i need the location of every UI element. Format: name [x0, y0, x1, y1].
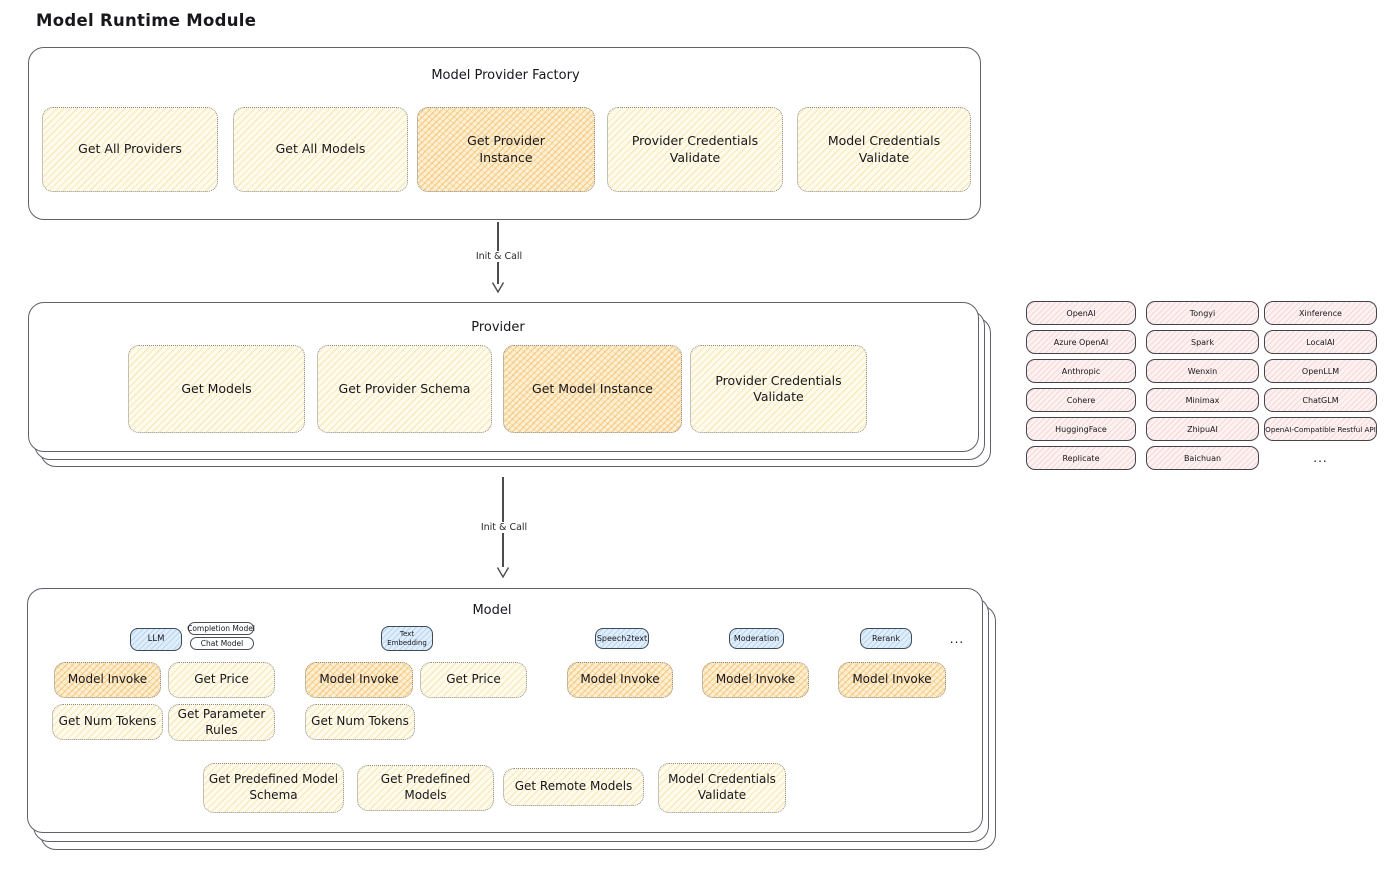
tag-chat-model: Chat Model — [190, 637, 254, 650]
provider-chip-chatglm: ChatGLM — [1264, 388, 1377, 412]
node-get-predefined-model-schema: Get Predefined Model Schema — [203, 763, 344, 813]
provider-chip-cohere: Cohere — [1026, 388, 1136, 412]
node-get-models: Get Models — [128, 345, 305, 433]
model-tabs-ellipsis: ... — [949, 631, 965, 646]
model-title: Model — [472, 603, 512, 618]
arrow-label-init-call-1: Init & Call — [471, 251, 527, 262]
node-rerank-model-invoke: Model Invoke — [838, 662, 946, 698]
arrow-down-icon — [491, 282, 505, 294]
node-get-model-instance: Get Model Instance — [503, 345, 682, 433]
node-get-predefined-models: Get Predefined Models — [357, 765, 494, 811]
node-te-get-price: Get Price — [420, 662, 527, 698]
provider-registry-ellipsis: ... — [1313, 451, 1328, 465]
arrow-label-init-call-2: Init & Call — [476, 522, 532, 533]
provider-chip-xinference: Xinference — [1264, 301, 1377, 325]
node-llm-get-num-tokens: Get Num Tokens — [52, 704, 163, 740]
tab-llm: LLM — [130, 628, 182, 651]
node-s2t-model-invoke: Model Invoke — [567, 662, 673, 698]
provider-chip-huggingface: HuggingFace — [1026, 417, 1136, 441]
node-get-all-models: Get All Models — [233, 107, 408, 192]
provider-chip-replicate: Replicate — [1026, 446, 1136, 470]
provider-title: Provider — [471, 320, 525, 335]
provider-chip-openllm: OpenLLM — [1264, 359, 1377, 383]
provider-chip-tongyi: Tongyi — [1146, 301, 1259, 325]
node-provider-credentials-validate: Provider Credentials Validate — [690, 345, 867, 433]
node-get-all-providers: Get All Providers — [42, 107, 218, 192]
provider-chip-openai: OpenAI — [1026, 301, 1136, 325]
tab-speech2text: Speech2text — [595, 628, 649, 649]
provider-chip-azure-openai: Azure OpenAI — [1026, 330, 1136, 354]
node-model-credentials-validate-factory: Model Credentials Validate — [797, 107, 971, 192]
node-get-remote-models: Get Remote Models — [503, 768, 644, 806]
provider-chip-spark: Spark — [1146, 330, 1259, 354]
provider-chip-openai-compatible: OpenAI-Compatible Restful API — [1264, 417, 1377, 441]
provider-chip-wenxin: Wenxin — [1146, 359, 1259, 383]
tag-completion-model: Completion Model — [187, 622, 255, 635]
node-te-get-num-tokens: Get Num Tokens — [305, 704, 415, 740]
factory-title: Model Provider Factory — [431, 68, 580, 83]
node-get-provider-schema: Get Provider Schema — [317, 345, 492, 433]
node-moderation-model-invoke: Model Invoke — [702, 662, 809, 698]
provider-chip-minimax: Minimax — [1146, 388, 1259, 412]
node-llm-get-parameter-rules: Get Parameter Rules — [168, 704, 275, 741]
provider-chip-anthropic: Anthropic — [1026, 359, 1136, 383]
provider-chip-localai: LocalAI — [1264, 330, 1377, 354]
page-title: Model Runtime Module — [36, 11, 257, 30]
arrow-down-icon — [496, 567, 510, 579]
tab-moderation: Moderation — [729, 628, 784, 649]
tab-rerank: Rerank — [860, 628, 912, 649]
node-model-credentials-validate: Model Credentials Validate — [658, 763, 786, 813]
node-provider-credentials-validate-factory: Provider Credentials Validate — [607, 107, 783, 192]
tab-text-embedding: Text Embedding — [381, 626, 433, 651]
node-te-model-invoke: Model Invoke — [305, 662, 413, 698]
node-llm-get-price: Get Price — [168, 662, 275, 698]
provider-chip-zhipuai: ZhipuAI — [1146, 417, 1259, 441]
node-get-provider-instance: Get Provider Instance — [417, 107, 595, 192]
provider-chip-baichuan: Baichuan — [1146, 446, 1259, 470]
node-llm-model-invoke: Model Invoke — [54, 662, 161, 698]
